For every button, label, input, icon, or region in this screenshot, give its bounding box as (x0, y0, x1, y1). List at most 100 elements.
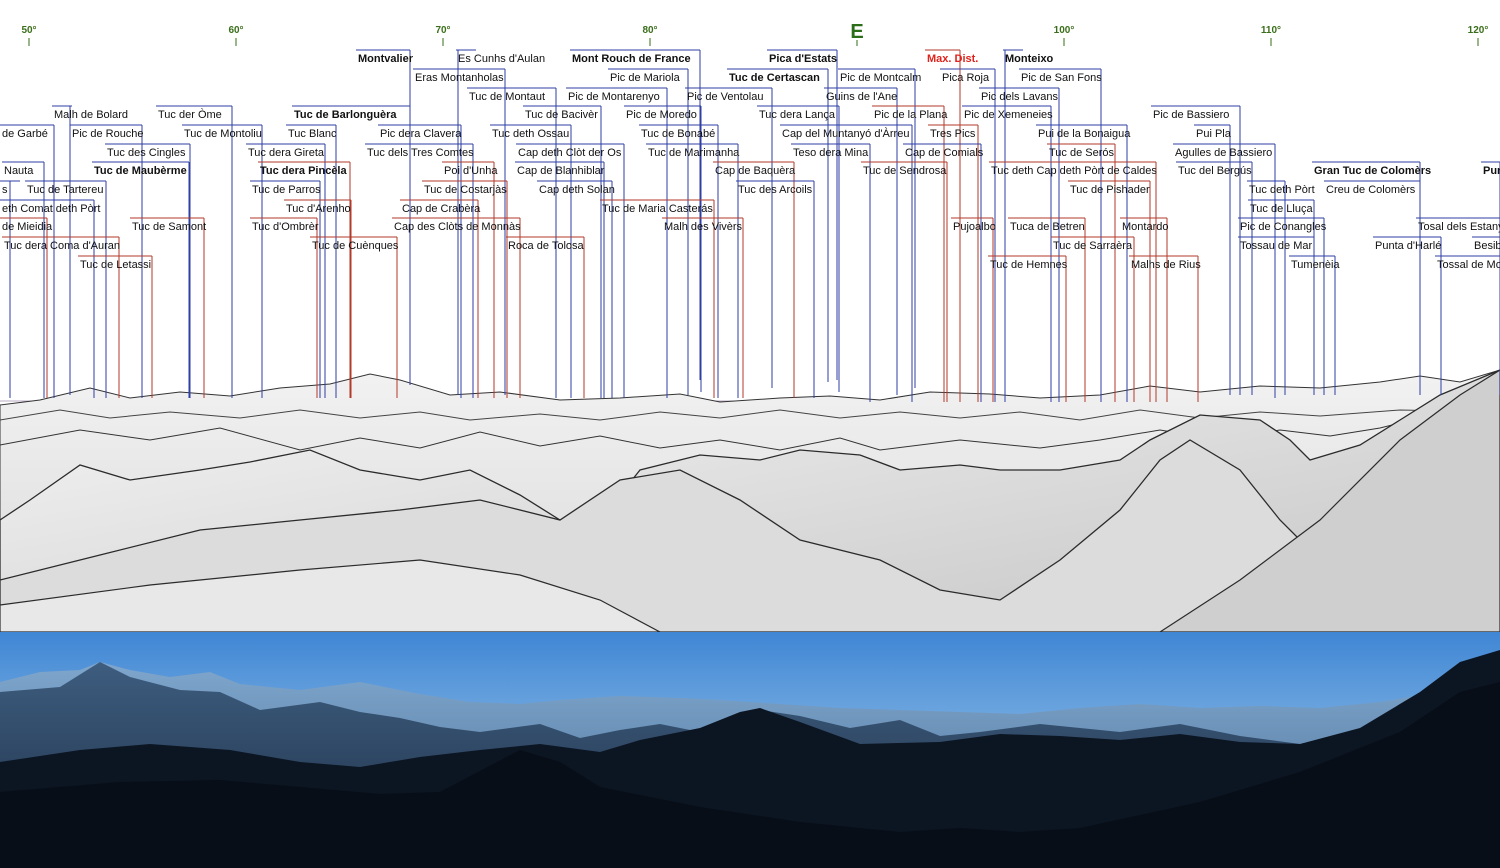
tick-90: E (850, 21, 864, 46)
peak-label: Pui Pla (1196, 128, 1232, 140)
peak-label: Roca de Tolosa (508, 240, 585, 252)
peak-label: Tuc de Sendrosa (863, 165, 947, 177)
peak-label: Pic de Conangles (1240, 221, 1327, 233)
peak-label: Tosal dels Estany (1418, 221, 1500, 233)
compass-direction: E (850, 21, 863, 43)
peak-label: Pic de San Fons (1021, 72, 1102, 84)
peak-label: Poi d'Unha (444, 165, 498, 177)
tick-label: 100° (1054, 25, 1075, 36)
peak-label: Tossau de Mar (1240, 240, 1312, 252)
tick-100: 100° (1054, 25, 1075, 46)
peak-label: Tuc de Hemnes (990, 259, 1068, 271)
peak-label: Teso dera Mina (793, 147, 869, 159)
peak-label: Montvalier (358, 53, 414, 65)
peak-label: Malh des Vivèrs (664, 221, 743, 233)
peak-label: Cap del Muntanyó d'Àrreu (782, 127, 909, 140)
peak-label: Tuc de Sarraèra (1053, 240, 1133, 252)
tick-label: 50° (21, 25, 36, 36)
peak-label: Tuc Blanc (288, 128, 337, 140)
peak-label: Max. Dist. (927, 53, 978, 65)
peak-leader-lines (0, 49, 1500, 402)
peak-label: Tuc der Òme (158, 108, 222, 121)
peak-label: Creu de Colomèrs (1326, 184, 1416, 196)
peak-label: Tuc dera Coma d'Auran (4, 240, 120, 252)
peak-label: Tuc de Maubèrme (94, 165, 187, 177)
peak-label: Tuc deth Pòrt (1249, 184, 1315, 196)
peak-label: Tuc de Maria Casterás (602, 203, 713, 215)
rendered-terrain-view: 50° 60° 70° 80° E 100° 110° 120° Montval… (0, 21, 1500, 632)
peak-label: Tuc de Tartereu (27, 184, 103, 196)
peak-label: Tuc de Bonabé (641, 128, 715, 140)
peak-label: Cap de Comials (905, 147, 984, 159)
peak-label: Pujoalbo (953, 221, 996, 233)
peak-label: Tossal de Mo (1437, 259, 1500, 271)
peak-label: Tuc des Cingles (107, 147, 186, 159)
peak-label: Pic de Ventolau (687, 91, 763, 103)
peak-label: Cap de Baquèra (715, 165, 796, 177)
peak-label: Pica d'Estats (769, 53, 837, 65)
peak-label: Pic de la Plana (874, 109, 948, 121)
peak-label: Pic dels Lavans (981, 91, 1059, 103)
peak-label: Punta Alt (1483, 165, 1500, 177)
peak-label: Pui de la Bonaigua (1038, 128, 1131, 140)
peak-label: Tuc deth Cap deth Pòrt de Caldes (991, 165, 1157, 177)
peak-label: Tuc d'Arenho (286, 203, 351, 215)
peak-label: Es Cunhs d'Aulan (458, 53, 545, 65)
peak-label: Tuc de Montaut (469, 91, 545, 103)
peak-label: Tuc de Cuènques (312, 240, 399, 252)
peak-label: Tuc dera Gireta (248, 147, 325, 159)
peak-label: Gran Tuc de Colomèrs (1314, 165, 1431, 177)
peak-label: de Mieidia (2, 221, 53, 233)
tick-label: 110° (1261, 25, 1281, 36)
peak-label: Tumenèia (1291, 259, 1340, 271)
axis-ticks: 50° 60° 70° 80° E 100° 110° 120° (21, 21, 1488, 46)
peak-label: Besib (1474, 240, 1500, 252)
peak-label: Pic de Montarenyo (568, 91, 660, 103)
tick-110: 110° (1261, 25, 1281, 46)
peak-label: eth Comat deth Pòrt (2, 203, 100, 215)
peak-label: Guins de l'Ane (826, 91, 897, 103)
peak-label: Cap deth Clòt der Os (518, 147, 622, 159)
tick-60: 60° (228, 25, 244, 46)
peak-label: Pic de Mariola (610, 72, 681, 84)
peak-label: Tuc del Bergús (1178, 165, 1252, 177)
peak-label: Tuc de Barlonguèra (294, 109, 397, 121)
peak-label: Pica Roja (942, 72, 990, 84)
peak-label: Tres Pics (930, 128, 976, 140)
tick-label: 120° (1468, 25, 1489, 36)
peak-label: Tuc deth Ossau (492, 128, 569, 140)
tick-label: 80° (642, 25, 657, 36)
peak-label: Cap de Crabèra (402, 203, 481, 215)
peak-label: Montardo (1122, 221, 1168, 233)
peak-label: Cap des Clòts de Monnàs (394, 221, 521, 233)
panorama-render: 50° 60° 70° 80° E 100° 110° 120° Montval… (0, 21, 1500, 632)
tick-70: 70° (435, 25, 451, 46)
peak-label: Tuc de Lluça (1250, 203, 1313, 215)
terrain (0, 369, 1500, 632)
peak-label: Tuc de Bacivèr (525, 109, 598, 121)
peak-label: Malhs de Rius (1131, 259, 1201, 271)
peak-label: Tuc de Serós (1049, 147, 1115, 159)
peak-label: Pic de Montcalm (840, 72, 921, 84)
peak-label: Pic de Rouche (72, 128, 144, 140)
peak-label: Pic dera Clavera (380, 128, 462, 140)
peak-label: Punta d'Harlé (1375, 240, 1441, 252)
peak-label: Tuc de Pishader (1070, 184, 1150, 196)
peak-label: Tuc de Certascan (729, 72, 820, 84)
peak-label: Tuc de Montoliu (184, 128, 262, 140)
peak-label: Tuc de Costarjàs (424, 184, 507, 196)
peak-label: Pic de Xemeneies (964, 109, 1053, 121)
peak-label: Agulles de Bassiero (1175, 147, 1272, 159)
peak-label: Mont Rouch de France (572, 53, 691, 65)
peak-label: Malh de Bolard (54, 109, 128, 121)
peak-label: Monteixo (1005, 53, 1054, 65)
peak-label: Pic de Moredo (626, 109, 697, 121)
peak-label: Nauta (4, 165, 34, 177)
peak-label: Tuc dera Pincèla (260, 165, 347, 177)
peak-label: Tuc dera Lança (759, 109, 836, 121)
tick-50: 50° (21, 25, 37, 46)
peak-label: Cap de Blanhiblar (517, 165, 605, 177)
peak-label: Cap deth Solan (539, 184, 615, 196)
tick-label: 60° (228, 25, 243, 36)
peak-label: s (2, 184, 8, 196)
